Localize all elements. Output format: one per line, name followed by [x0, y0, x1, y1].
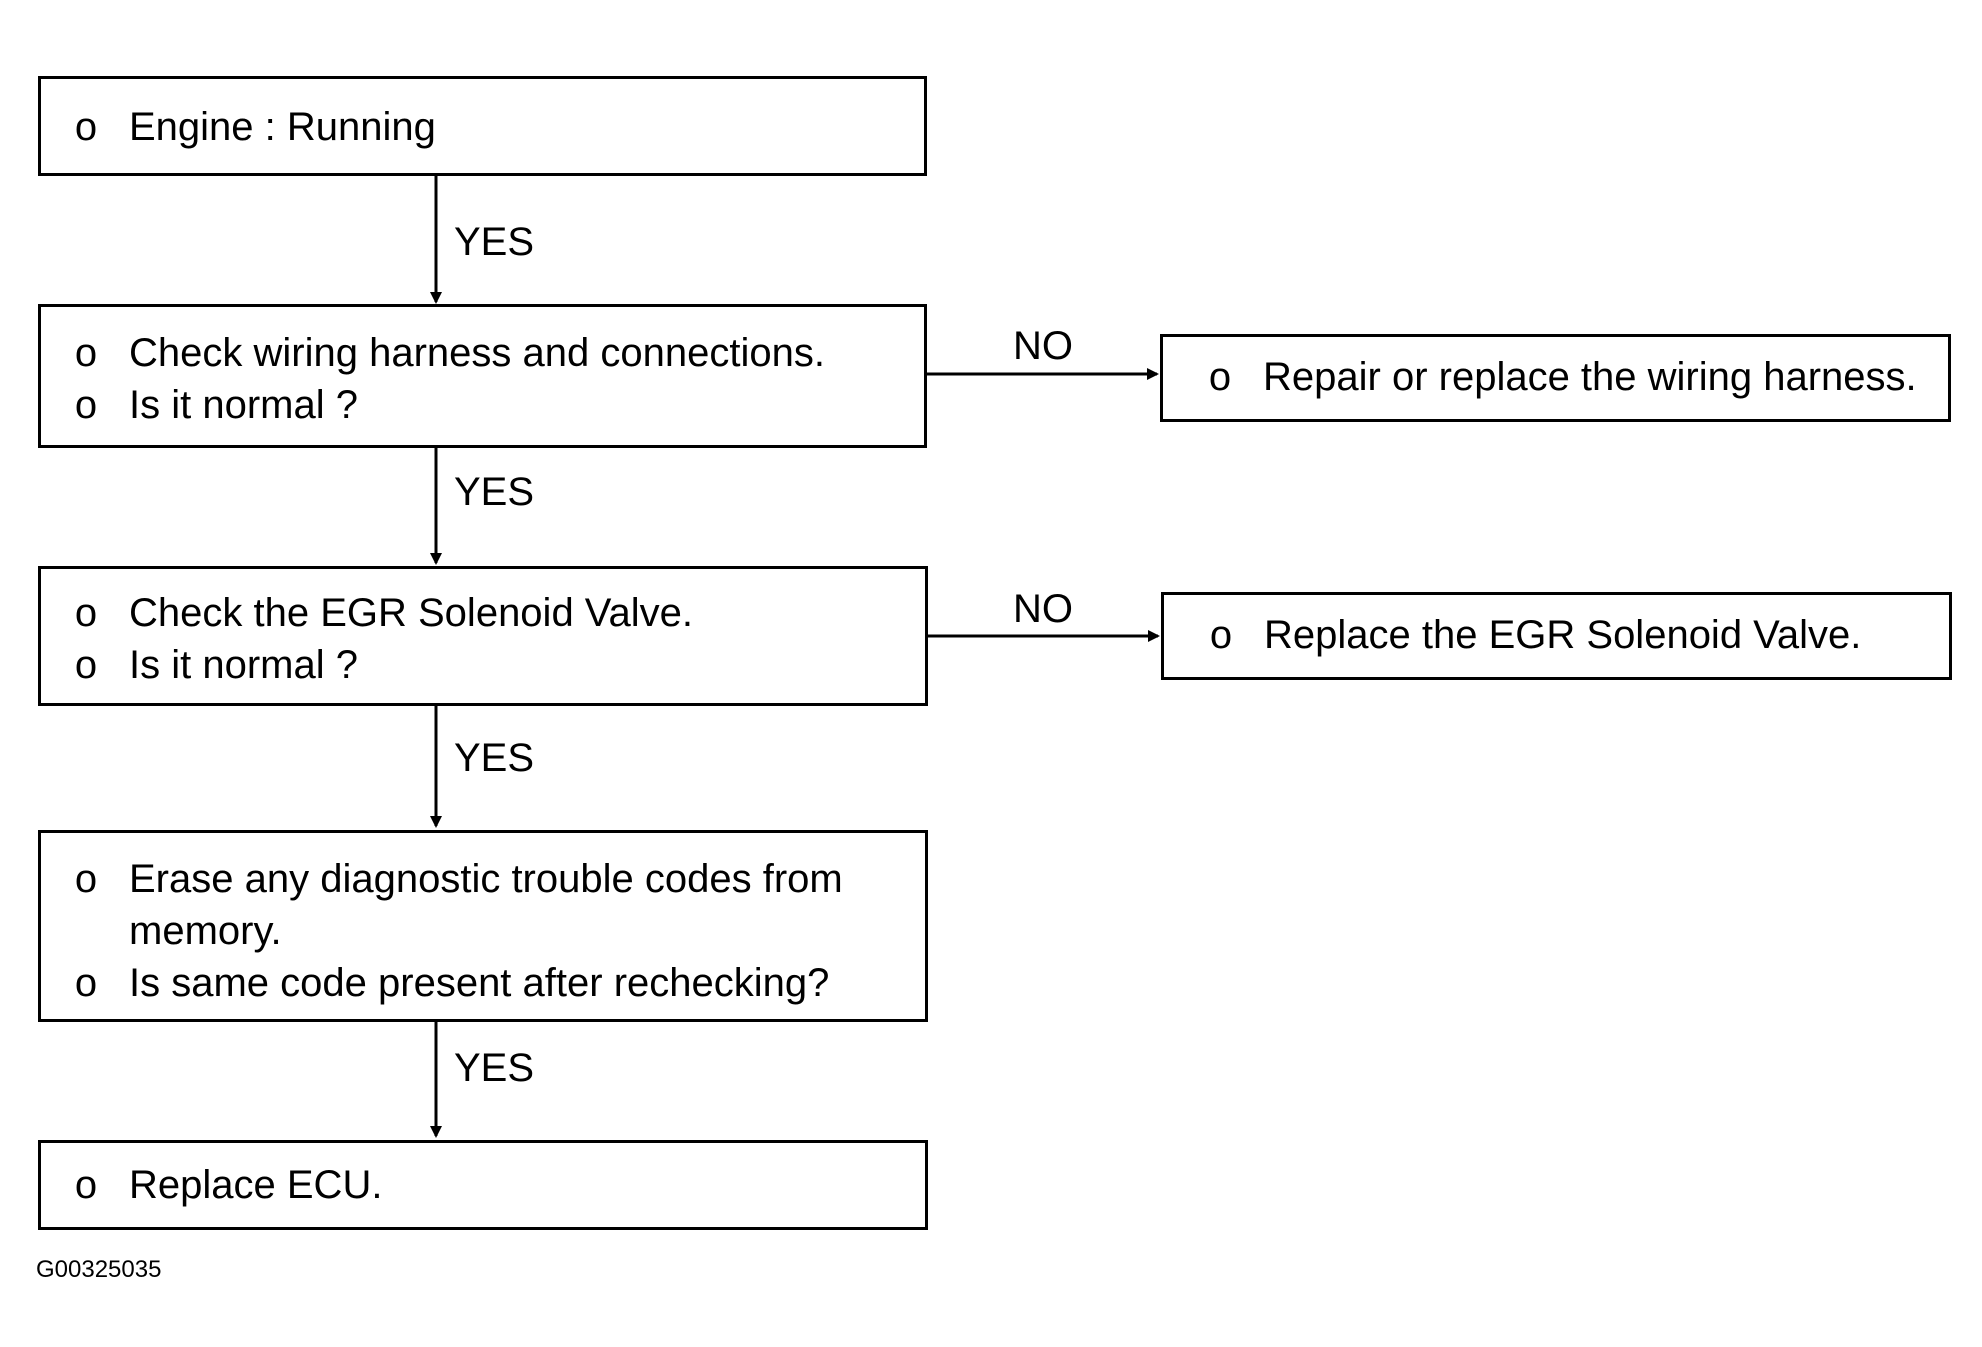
box-engine-running: o Engine : Running	[38, 76, 927, 176]
figure-id: G00325035	[36, 1256, 162, 1283]
box-check-wiring: o Check wiring harness and connections. …	[38, 304, 927, 448]
box-text: Repair or replace the wiring harness.	[1263, 355, 1917, 399]
bullet-marker: o	[74, 857, 98, 901]
bullet-marker: o	[1208, 355, 1232, 399]
box-replace-egr: o Replace the EGR Solenoid Valve.	[1161, 592, 1952, 680]
edge-label-yes: YES	[454, 1046, 535, 1090]
box-text: Is it normal ?	[129, 643, 358, 687]
edge-label-no: NO	[1013, 587, 1073, 631]
box-erase-codes: o Erase any diagnostic trouble codes fro…	[38, 830, 928, 1022]
bullet-marker: o	[74, 643, 98, 687]
bullet-marker: o	[74, 383, 98, 427]
bullet-marker: o	[74, 591, 98, 635]
edge-label-yes: YES	[454, 470, 535, 514]
box-text: Check wiring harness and connections.	[129, 331, 825, 375]
box-text: Is same code present after rechecking?	[129, 961, 830, 1005]
edge-label-yes: YES	[454, 736, 535, 780]
box-text: Check the EGR Solenoid Valve.	[129, 591, 694, 635]
bullet-marker: o	[74, 105, 98, 149]
box-text: Engine : Running	[129, 105, 436, 149]
box-text: Is it normal ?	[129, 383, 358, 427]
edge-label-yes: YES	[454, 220, 535, 264]
box-check-egr: o Check the EGR Solenoid Valve. o Is it …	[38, 566, 928, 706]
bullet-marker: o	[74, 1163, 98, 1207]
bullet-marker: o	[1209, 613, 1233, 657]
bullet-marker: o	[74, 331, 98, 375]
box-text: Replace ECU.	[129, 1163, 383, 1207]
bullet-marker: o	[74, 961, 98, 1005]
box-text: Erase any diagnostic trouble codes from	[129, 857, 843, 901]
box-text: Replace the EGR Solenoid Valve.	[1264, 613, 1862, 657]
box-repair-wiring: o Repair or replace the wiring harness.	[1160, 334, 1951, 422]
box-replace-ecu: o Replace ECU.	[38, 1140, 928, 1230]
box-text: memory.	[129, 909, 282, 953]
edge-label-no: NO	[1013, 324, 1073, 368]
